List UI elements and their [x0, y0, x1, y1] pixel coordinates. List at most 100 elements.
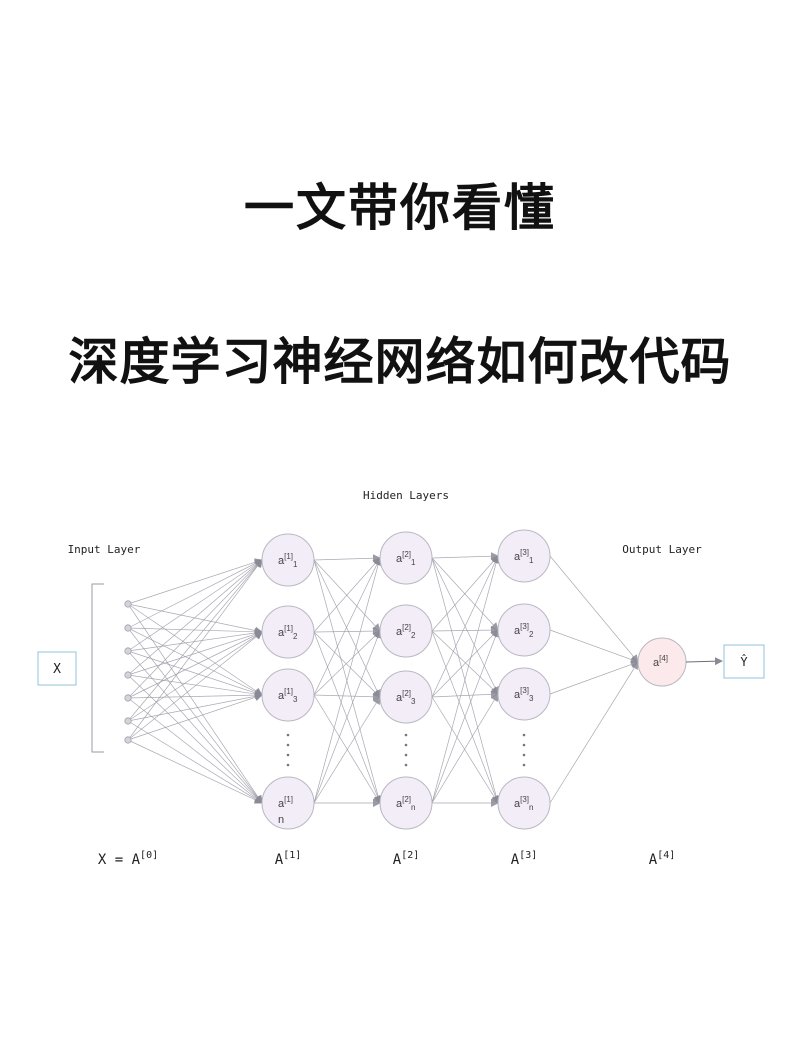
activation-label-2: A[2]	[393, 850, 420, 868]
input-neuron	[124, 717, 132, 725]
input-neuron	[124, 647, 132, 655]
edge-input-to-l1	[127, 693, 263, 741]
edge-l1-to-l2	[313, 696, 381, 804]
ellipsis-dot	[522, 763, 526, 767]
ellipsis-dot	[286, 763, 290, 767]
hidden-neuron-l2-2	[379, 604, 433, 658]
ellipsis-dot	[286, 743, 290, 747]
edge-l2-to-l3	[431, 552, 499, 561]
edge-l1-to-l2	[313, 631, 381, 698]
edge-l3-to-output	[549, 661, 639, 804]
edge-input-to-l1	[127, 559, 263, 741]
edge-l2-to-l3	[431, 555, 499, 632]
edge-l2-to-l3	[431, 555, 501, 804]
edge-input-to-l1	[127, 631, 263, 722]
edge-input-to-l1	[127, 631, 263, 741]
input-x-label: X	[53, 662, 61, 677]
edge-input-to-l1	[127, 691, 263, 700]
input-neuron	[124, 671, 132, 679]
neuron-label: a[3]n	[514, 795, 533, 812]
neuron-label: a[1]	[278, 795, 293, 810]
edge-l2-to-l3	[431, 690, 499, 699]
hidden-neuron-l3-n	[497, 776, 551, 830]
edge-l1-to-l2	[313, 630, 381, 696]
edge-l1-to-l2	[313, 692, 381, 701]
edge-l1-to-l2	[313, 554, 381, 563]
neuron-sub-label: n	[278, 814, 284, 826]
input-x-box	[37, 651, 77, 686]
input-neuron	[124, 624, 132, 632]
edge-input-to-l1	[127, 630, 263, 676]
neuron-label: a[3]1	[514, 548, 534, 565]
edge-input-to-l1	[127, 559, 263, 652]
hidden-neuron-l1-2	[261, 605, 315, 659]
edge-input-to-l1	[127, 650, 263, 804]
edge-input-to-l1	[127, 627, 263, 696]
edge-input-to-l1	[127, 559, 263, 629]
activation-label-4: A[4]	[649, 850, 676, 868]
title-line-2: 深度学习神经网络如何改代码	[68, 333, 732, 391]
input-neuron	[124, 694, 132, 702]
activation-label-0: X = A[0]	[98, 850, 158, 868]
hidden-neuron-l3-2	[497, 603, 551, 657]
edge-input-to-l1	[127, 720, 263, 804]
neuron-label: a[2]n	[396, 795, 415, 812]
ellipsis-dot	[286, 753, 290, 757]
output-yhat-box	[723, 644, 765, 679]
edge-l1-to-l2	[313, 630, 382, 804]
neuron-label: a[1]1	[278, 552, 298, 569]
activation-label-3: A[3]	[511, 850, 538, 868]
edge-input-to-l1	[127, 559, 263, 676]
output-yhat-label: Ŷ	[740, 654, 748, 669]
neuron-label: a[2]1	[396, 550, 416, 567]
edge-input-to-l1	[127, 674, 263, 804]
title-line-1: 一文带你看懂	[244, 179, 556, 237]
edge-input-to-l1	[127, 603, 263, 804]
neuron-label: a[3]3	[514, 686, 534, 703]
edge-input-to-l1	[127, 629, 263, 652]
ellipsis-dot	[286, 733, 290, 737]
hidden-neuron-l2-n	[379, 776, 433, 830]
ellipsis-dot	[404, 763, 408, 767]
ellipsis-dot	[522, 733, 526, 737]
edge-l3-to-output	[549, 629, 639, 664]
hidden-neuron-l3-1	[497, 529, 551, 583]
ellipsis-dot	[522, 753, 526, 757]
edge-l2-to-l3	[431, 630, 499, 695]
edge-l2-to-l3	[431, 629, 499, 698]
activation-label-1: A[1]	[275, 850, 302, 868]
edge-input-to-l1	[127, 559, 263, 699]
edge-l1-to-l2	[313, 559, 381, 698]
edge-l1-to-l2	[313, 557, 383, 804]
edge-l1-to-l2	[313, 694, 381, 804]
neuron-label: a[1]2	[278, 624, 298, 641]
edge-l2-to-l3	[431, 696, 499, 804]
hidden-neuron-l3-3	[497, 667, 551, 721]
hidden-neuron-l2-3	[379, 670, 433, 724]
edge-input-to-l1	[127, 627, 263, 804]
edge-l3-to-output	[549, 555, 639, 663]
edge-input-to-l1	[127, 603, 263, 635]
output-neuron-label: a[4]	[653, 654, 668, 669]
ellipsis-dot	[522, 743, 526, 747]
hidden-neuron-l1-1	[261, 533, 315, 587]
neuron-label: a[1]3	[278, 687, 298, 704]
edge-input-to-l1	[127, 692, 263, 722]
ellipsis-dot	[404, 753, 408, 757]
edge-input-to-l1	[127, 739, 263, 804]
input-layer-label: Input Layer	[68, 543, 141, 556]
ellipsis-dot	[404, 733, 408, 737]
hidden-layers-label: Hidden Layers	[363, 489, 449, 502]
output-layer-label: Output Layer	[622, 543, 702, 556]
edge-l2-to-l3	[431, 693, 499, 804]
edge-l2-to-l3	[431, 629, 500, 804]
input-bracket	[91, 583, 104, 753]
edge-input-to-l1	[127, 650, 263, 697]
edge-input-to-l1	[127, 627, 263, 636]
edge-l1-to-l2	[313, 627, 381, 636]
edge-l3-to-output	[549, 660, 639, 695]
hidden-neuron-l2-1	[379, 531, 433, 585]
edge-input-to-l1	[127, 558, 263, 605]
hidden-neuron-l1-3	[261, 668, 315, 722]
